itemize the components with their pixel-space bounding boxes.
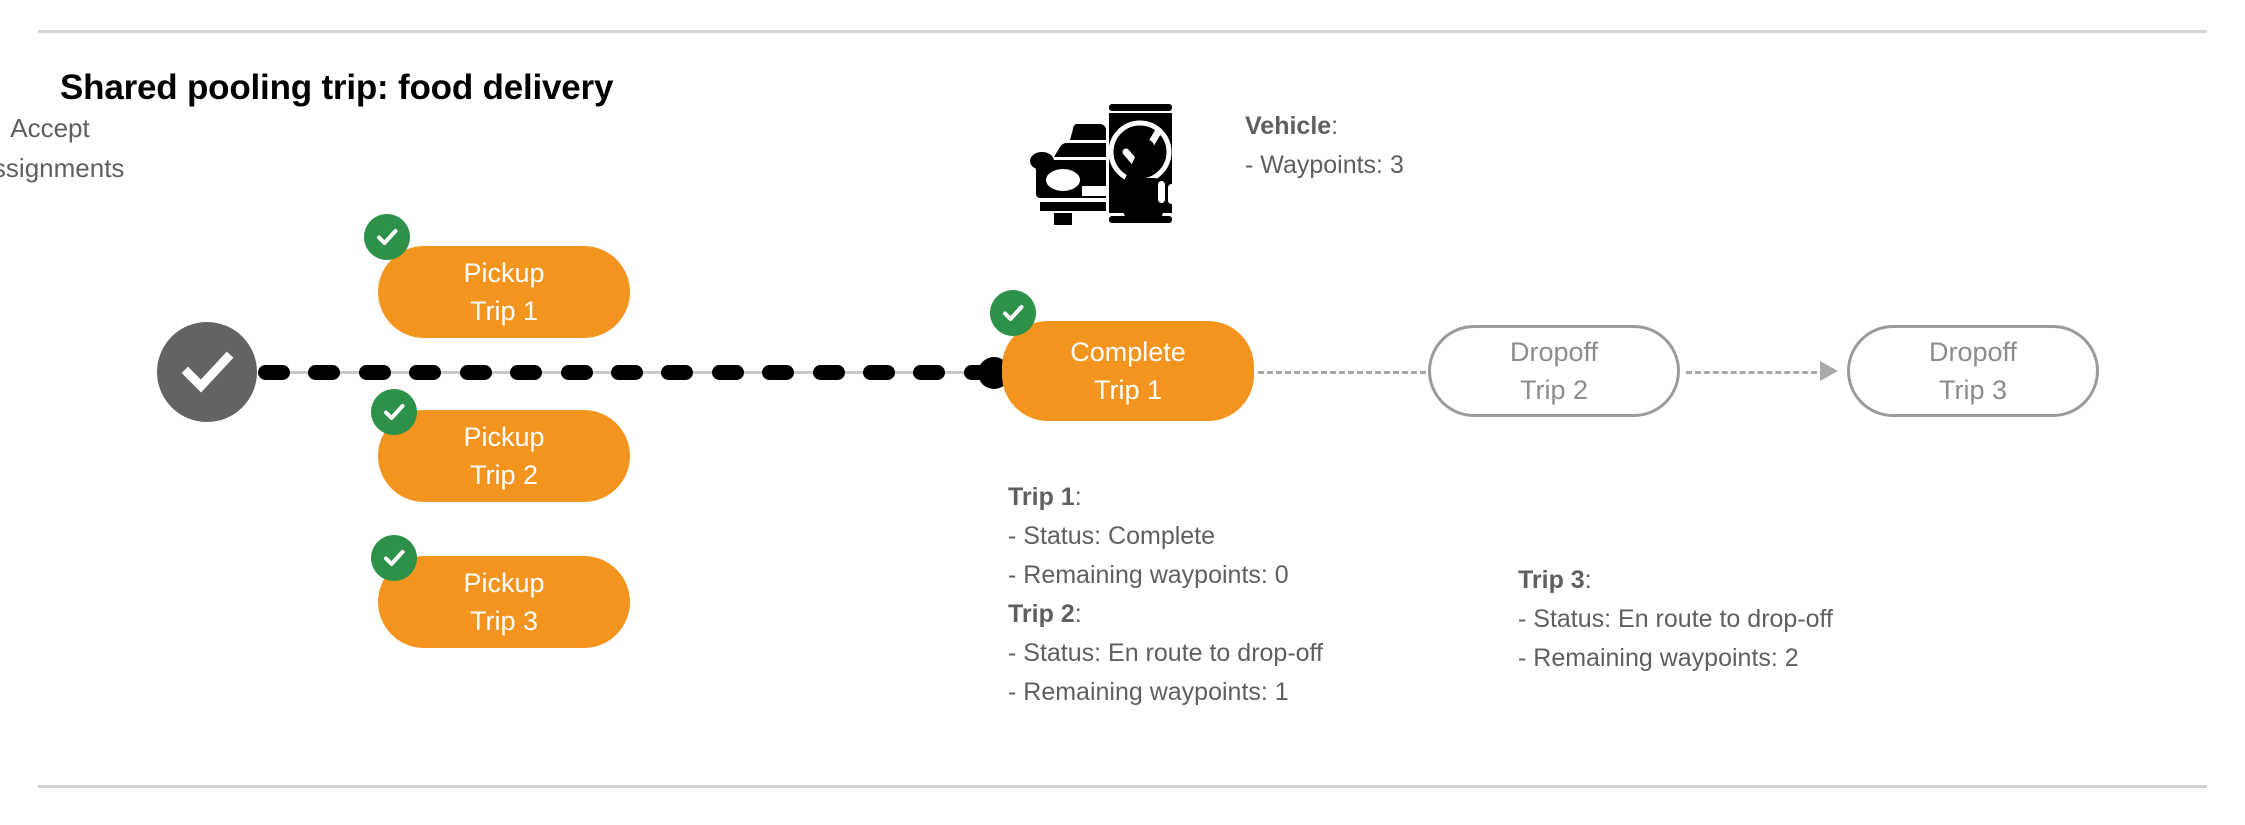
- top-divider: [38, 30, 2207, 33]
- accept-label-line1: Accept: [10, 113, 90, 143]
- trip-2-heading-colon: :: [1074, 600, 1082, 628]
- trip-1-waypoints-line: - Remaining waypoints: 0: [1008, 561, 1289, 589]
- dropoff-trip-3-line2: Trip 3: [1938, 375, 2007, 405]
- trip-3-heading-label: Trip 3: [1518, 566, 1585, 594]
- trip-1-heading-colon: :: [1074, 483, 1082, 511]
- accept-to-complete-connector: [258, 365, 996, 380]
- connector-dashes: [258, 365, 996, 380]
- complete-trip-1-node[interactable]: Complete Trip 1: [1002, 321, 1254, 421]
- trip-1-status-line: - Status: Complete: [1008, 522, 1216, 550]
- trip-3-waypoints-line: - Remaining waypoints: 2: [1518, 644, 1799, 672]
- dropoff-trip-3-line1: Dropoff: [1928, 337, 2018, 367]
- check-badge-icon-pickup-1: [364, 214, 410, 260]
- pickup-trip-2-node[interactable]: Pickup Trip 2: [378, 410, 630, 502]
- complete-to-dropoff2-connector: [1258, 371, 1426, 374]
- pickup-trip-1-node[interactable]: Pickup Trip 1: [378, 246, 630, 338]
- check-badge-icon-pickup-3: [371, 535, 417, 581]
- trip-info-left-block: Trip 1: - Status: Complete - Remaining w…: [1008, 478, 1323, 712]
- trip-2-heading-label: Trip 2: [1008, 600, 1075, 628]
- pickup-trip-1-line1: Pickup: [463, 258, 545, 288]
- trip-2-heading: Trip 2:: [1008, 595, 1323, 634]
- vehicle-info-heading: Vehicle:: [1245, 107, 1404, 146]
- car-phone-check-icon: [1030, 80, 1182, 225]
- accept-assignments-node[interactable]: [157, 322, 257, 422]
- trip-info-right-block: Trip 3: - Status: En route to drop-off -…: [1518, 561, 1833, 678]
- dropoff-trip-2-line1: Dropoff: [1509, 337, 1599, 367]
- pickup-trip-3-node[interactable]: Pickup Trip 3: [378, 556, 630, 648]
- check-badge-icon-pickup-2: [371, 389, 417, 435]
- trip-3-heading-colon: :: [1584, 566, 1592, 594]
- pickup-trip-1-line2: Trip 1: [469, 296, 538, 326]
- dropoff-trip-2-node[interactable]: Dropoff Trip 2: [1428, 325, 1680, 417]
- dropoff2-to-dropoff3-connector: [1686, 371, 1826, 374]
- dropoff-trip-2-line2: Trip 2: [1519, 375, 1588, 405]
- pickup-trip-2-line2: Trip 2: [469, 460, 538, 490]
- page-title: Shared pooling trip: food delivery: [60, 68, 614, 107]
- accept-label-line2: Assignments: [0, 153, 125, 183]
- trip-2-waypoints-line: - Remaining waypoints: 1: [1008, 678, 1289, 706]
- complete-trip-1-line2: Trip 1: [1093, 375, 1162, 405]
- trip-1-heading-label: Trip 1: [1008, 483, 1075, 511]
- trip-3-status-line: - Status: En route to drop-off: [1518, 605, 1833, 633]
- vehicle-info-block: Vehicle: - Waypoints: 3: [1245, 107, 1404, 185]
- pickup-trip-3-line2: Trip 3: [469, 606, 538, 636]
- check-badge-icon-complete-1: [990, 290, 1036, 336]
- complete-trip-1-line1: Complete: [1070, 337, 1186, 367]
- accept-assignments-label: Accept Assignments: [0, 108, 155, 188]
- vehicle-heading-label: Vehicle: [1245, 112, 1332, 140]
- trip-1-heading: Trip 1:: [1008, 478, 1323, 517]
- trip-2-status-line: - Status: En route to drop-off: [1008, 639, 1323, 667]
- pickup-trip-2-line1: Pickup: [463, 422, 545, 452]
- pickup-trip-3-line1: Pickup: [463, 568, 545, 598]
- bottom-divider: [38, 785, 2207, 788]
- check-circle-icon: [157, 322, 257, 422]
- arrow-head-icon: [1820, 361, 1838, 381]
- trip-3-heading: Trip 3:: [1518, 561, 1833, 600]
- dropoff-trip-3-node[interactable]: Dropoff Trip 3: [1847, 325, 2099, 417]
- vehicle-info-line: - Waypoints: 3: [1245, 151, 1404, 179]
- vehicle-heading-colon: :: [1331, 112, 1339, 140]
